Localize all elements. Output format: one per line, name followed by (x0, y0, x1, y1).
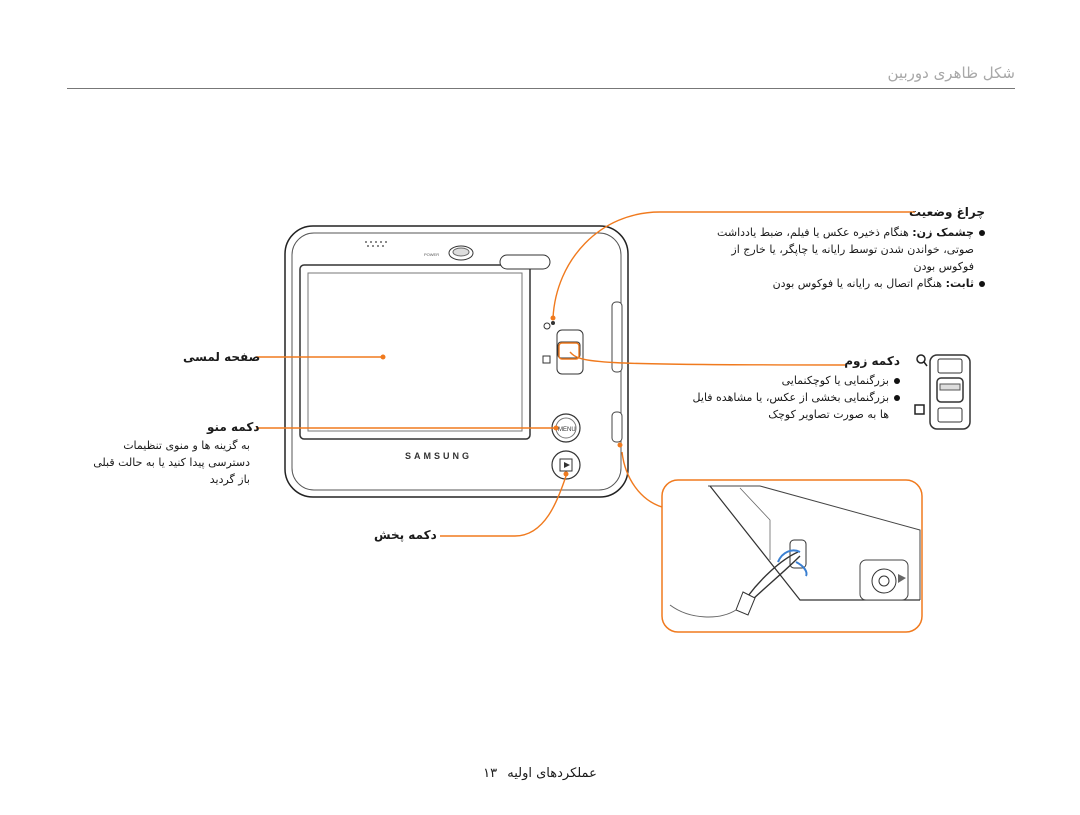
page-footer: عملکردهای اولیه ۱۳ (0, 766, 1080, 781)
menu-line-2: دسترسی پیدا کنید یا به حالت قبلی (93, 456, 250, 469)
status-lamp-leader (552, 211, 915, 319)
status-lamp-title: چراغ وضعیت (908, 205, 985, 219)
zoom-description: بزرگنمایی یا کوچکنمایی بزرگنمایی بخشی از… (693, 372, 900, 423)
footer-section: عملکردهای اولیه (507, 766, 597, 781)
shutter-button (499, 254, 551, 270)
power-label: POWER (424, 252, 439, 257)
status-keyword: چشمک زن: (912, 226, 974, 239)
menu-button-title: دکمه منو (207, 420, 260, 434)
status-lamp (551, 321, 555, 325)
page-title: شکل ظاهری دوربین (887, 64, 1015, 82)
header-divider (67, 88, 1015, 89)
status-lamp-line-4: ثابت: هنگام اتصال به رایانه یا فوکوس بود… (772, 277, 974, 290)
touch-screen-title: صفحه لمسی (183, 350, 261, 364)
menu-label: MENU (558, 427, 576, 433)
menu-line-3: باز گردید (209, 473, 250, 486)
zoom-button-title: دکمه زوم (844, 354, 900, 368)
status-lamp-line-2: صوتی، خواندن شدن توسط رایانه یا چاپگر، ی… (731, 243, 974, 256)
zoom-line-1: بزرگنمایی یا کوچکنمایی (781, 374, 889, 387)
status-lamp-description: چشمک زن: هنگام ذخیره عکس یا فیلم، ضبط یا… (717, 224, 985, 292)
status-keyword: ثابت: (945, 277, 974, 290)
zoom-line-3: ها به صورت تصاویر کوچک (768, 408, 889, 421)
strap-leader (621, 451, 663, 508)
zoom-leader (569, 351, 846, 366)
status-lamp-line-1: چشمک زن: هنگام ذخیره عکس یا فیلم، ضبط یا… (717, 226, 974, 239)
callout-lines (256, 211, 915, 537)
camera-body (284, 225, 629, 498)
status-lamp-line-3: فوکوس بودن (913, 260, 974, 273)
menu-line-1: به گزینه ها و منوی تنظیمات (123, 439, 250, 452)
menu-description: به گزینه ها و منوی تنظیمات دسترسی پیدا ک… (93, 437, 250, 488)
speaker-holes (365, 241, 387, 247)
playback-button-title: دکمه پخش (374, 528, 437, 542)
page-number: ۱۳ (483, 766, 498, 781)
playback-leader (440, 475, 567, 537)
brand-logo: SAMSUNG (405, 451, 472, 461)
zoom-detail (914, 354, 971, 430)
strap-detail (661, 479, 923, 633)
zoom-line-2: بزرگنمایی بخشی از عکس، یا مشاهده فایل (692, 391, 889, 404)
